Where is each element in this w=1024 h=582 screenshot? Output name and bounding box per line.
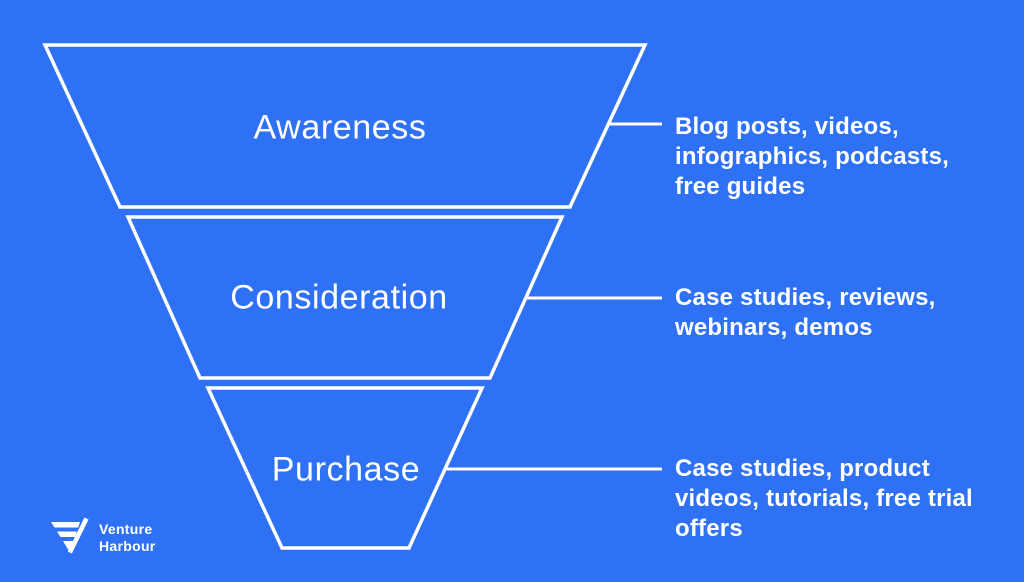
stage-shape-purchase (205, 386, 485, 550)
logo-text: Venture Harbour (99, 521, 156, 554)
annotation-line: infographics, podcasts, (675, 143, 949, 170)
annotation-consideration: Case studies, reviews, webinars, demos (675, 283, 936, 343)
annotation-purchase: Case studies, product videos, tutorials,… (675, 454, 973, 544)
stage-shape-awareness (42, 43, 648, 209)
annotation-awareness: Blog posts, videos, infographics, podcas… (675, 112, 949, 202)
annotation-line: videos, tutorials, free trial (675, 485, 973, 512)
logo-text-line1: Venture (99, 521, 153, 537)
stage-label-purchase: Purchase (271, 450, 421, 489)
venture-harbour-v-icon (48, 514, 90, 561)
stage-shape-consideration (125, 215, 565, 380)
annotation-line: Blog posts, videos, (675, 113, 899, 140)
stage-label-awareness: Awareness (253, 108, 427, 147)
stage-label-consideration: Consideration (230, 278, 448, 317)
annotation-line: webinars, demos (675, 314, 873, 341)
annotation-line: Case studies, product (675, 455, 930, 482)
annotation-line: Case studies, reviews, (675, 284, 936, 311)
annotation-line: offers (675, 515, 743, 542)
annotation-line: free guides (675, 173, 806, 200)
logo-text-line2: Harbour (99, 537, 156, 554)
venture-harbour-logo: Venture Harbour (48, 514, 156, 561)
